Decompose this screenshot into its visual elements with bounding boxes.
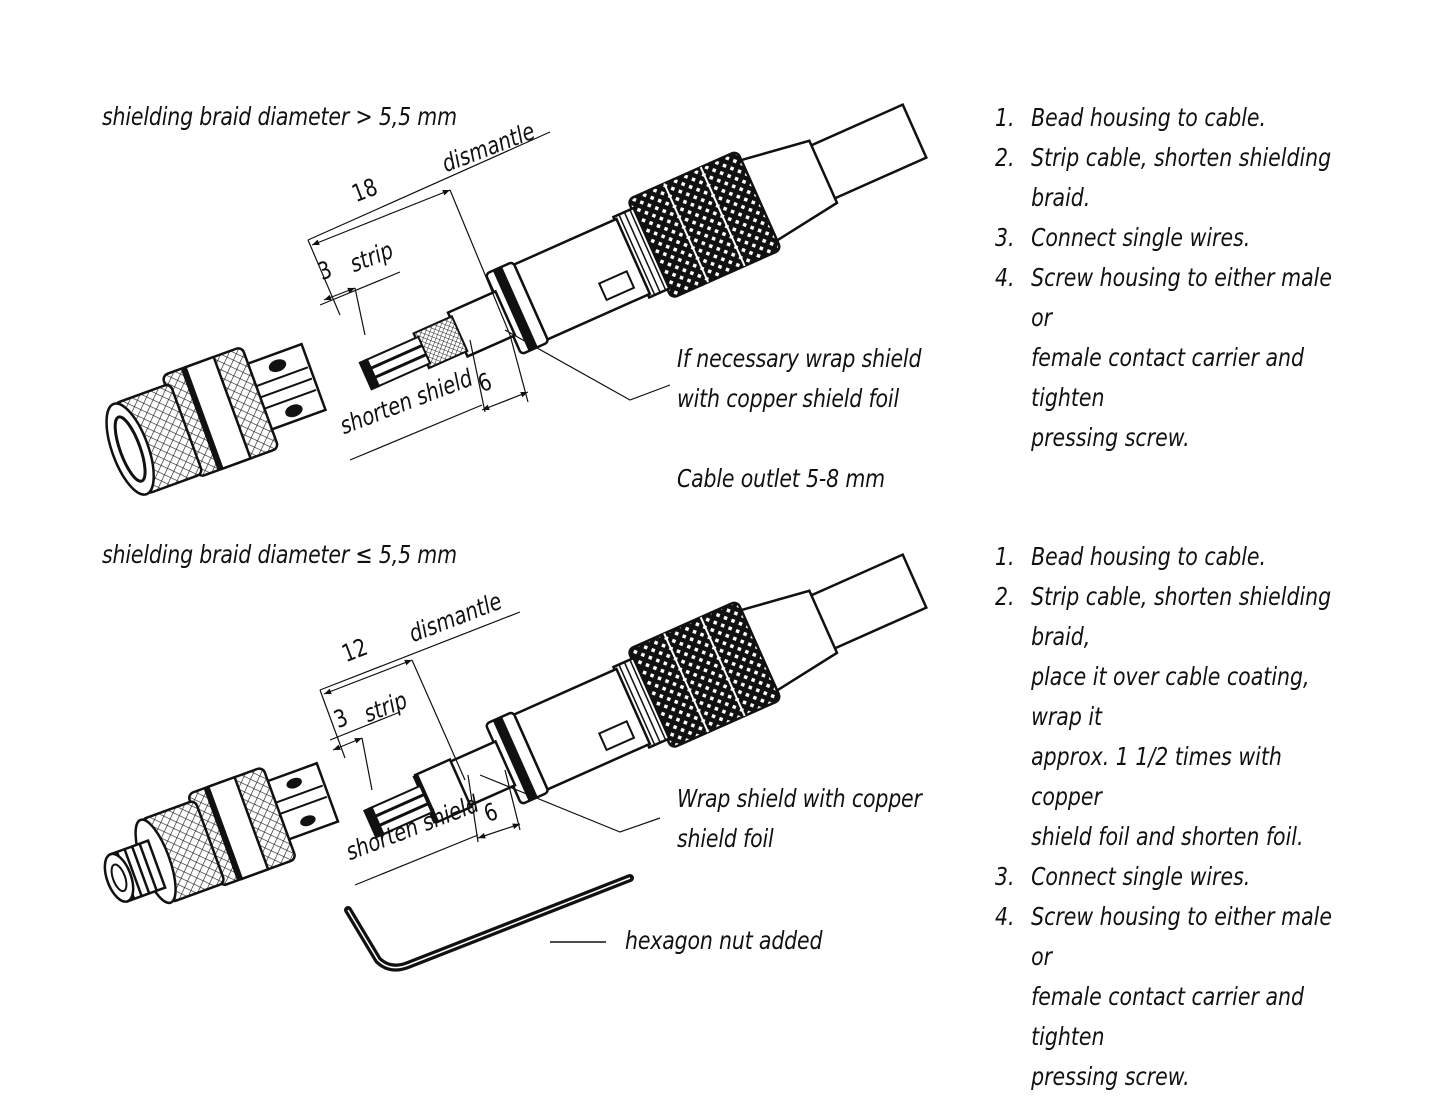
upper-step: 1.Bead housing to cable. — [995, 103, 1267, 132]
upper-steps-list: 1.Bead housing to cable. 2.Strip cable, … — [995, 98, 1437, 458]
lower-step: 4.Screw housing to either male or female… — [995, 902, 1332, 1091]
upper-callout-line1: If necessary wrap shield — [677, 344, 922, 373]
upper-step: 2.Strip cable, shorten shielding braid. — [995, 143, 1332, 212]
upper-step: 3.Connect single wires. — [995, 223, 1251, 252]
hex-key-icon — [344, 874, 634, 972]
lower-callout-line2: shield foil — [677, 824, 774, 853]
lower-dimensions — [319, 611, 661, 886]
upper-contact-carrier-female — [105, 342, 328, 496]
lower-heading: shielding braid diameter ≤ 5,5 mm — [102, 540, 457, 569]
assembly-drawing — [103, 102, 928, 972]
lower-step: 2.Strip cable, shorten shielding braid, … — [995, 582, 1332, 851]
upper-callout-line2: with copper shield foil — [677, 384, 899, 413]
lower-contact-carrier-male — [103, 761, 340, 905]
cable-outlet-note: Cable outlet 5-8 mm — [677, 464, 885, 493]
lower-cable-assembly — [363, 552, 928, 839]
upper-dimensions — [307, 131, 671, 461]
upper-step: 4.Screw housing to either male or female… — [995, 263, 1332, 452]
lower-callout-line1: Wrap shield with copper — [677, 784, 922, 813]
hex-nut-note: hexagon nut added — [625, 926, 823, 955]
upper-heading: shielding braid diameter > 5,5 mm — [102, 102, 457, 131]
lower-steps-list: 1.Bead housing to cable. 2.Strip cable, … — [995, 537, 1437, 1097]
lower-step: 3.Connect single wires. — [995, 862, 1251, 891]
upper-cable-assembly — [358, 102, 928, 391]
lower-step: 1.Bead housing to cable. — [995, 542, 1267, 571]
